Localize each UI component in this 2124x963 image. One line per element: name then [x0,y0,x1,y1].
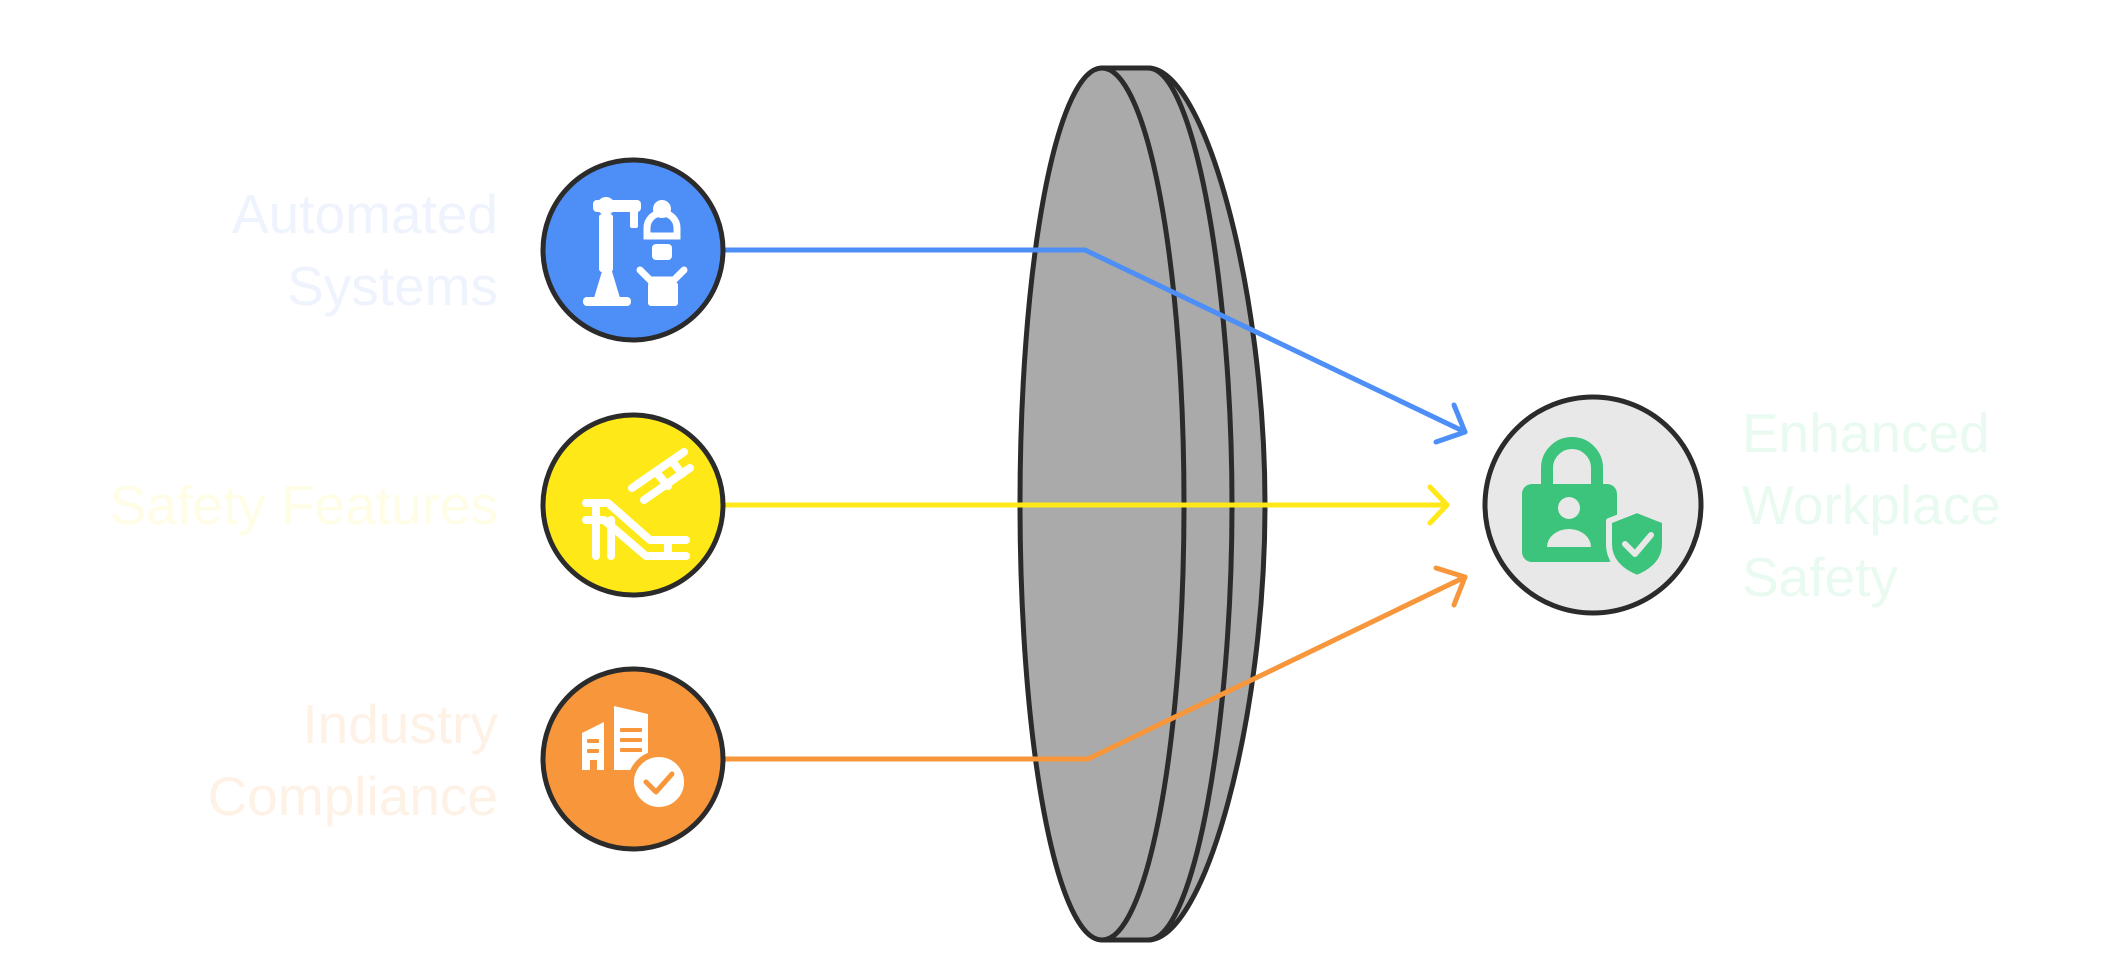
automated-systems-node [540,157,726,343]
industry-compliance-label-line-2: Compliance [207,765,498,827]
enhanced-workplace-safety-node [1482,394,1704,616]
arrow-automated-systems [721,247,1468,445]
safety-features-label: Safety Features [0,469,498,541]
enhanced-workplace-safety-label-line-1: Enhanced [1742,402,1990,464]
lock-user-shield-icon [1522,437,1668,581]
safety-barrier-icon [582,448,694,560]
automated-systems-label: Automated Systems [58,178,498,322]
industry-compliance-label: Industry Compliance [58,688,498,832]
robot-arm-worker-icon [583,197,688,306]
automated-systems-label-line-1: Automated [231,183,498,245]
industry-compliance-node [540,666,726,852]
arrow-safety-features [721,484,1450,526]
enhanced-workplace-safety-label: Enhanced Workplace Safety [1742,397,2102,613]
safety-features-label-line-1: Safety Features [109,474,498,536]
safety-features-node [540,412,726,598]
compliance-buildings-check-icon [582,706,690,813]
automated-systems-label-line-2: Systems [287,255,498,317]
enhanced-workplace-safety-label-line-2: Workplace [1742,474,2001,536]
arrow-industry-compliance [721,565,1468,762]
enhanced-workplace-safety-label-line-3: Safety [1742,546,1898,608]
industry-compliance-label-line-1: Industry [302,693,498,755]
